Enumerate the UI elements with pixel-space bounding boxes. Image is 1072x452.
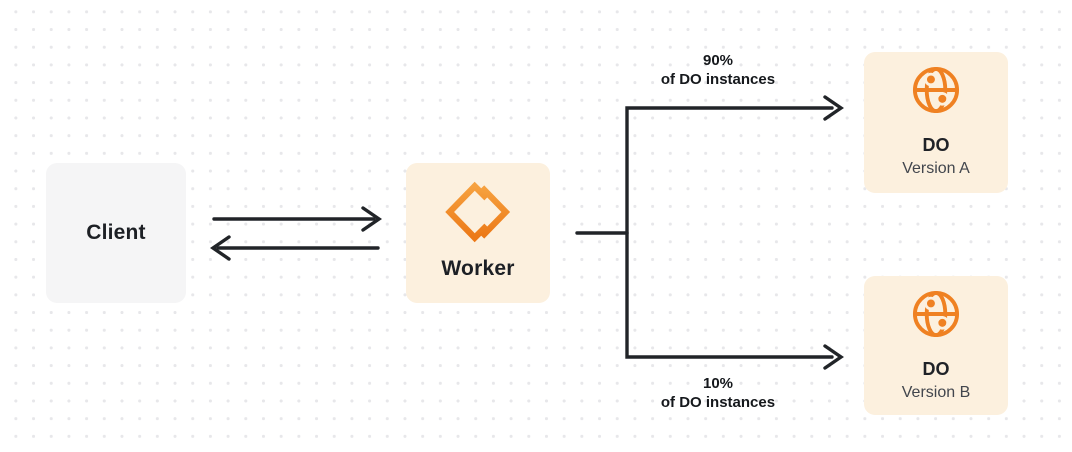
globe-dot-icon <box>938 318 947 327</box>
bottom-branch-label: 10% of DO instances <box>618 374 818 412</box>
do-b-title: DO <box>922 359 950 379</box>
globe-dot-icon <box>938 94 947 103</box>
do-version-b-node: DO Version B <box>864 276 1008 415</box>
top-branch-caption: of DO instances <box>660 71 776 88</box>
arrowhead-top-branch-icon <box>823 95 845 121</box>
do-version-a-node: DO Version A <box>864 52 1008 193</box>
do-a-title: DO <box>922 135 950 155</box>
arrowhead-right-icon <box>361 206 383 232</box>
globe-dot-icon <box>926 75 935 84</box>
bottom-branch-percent: 10% <box>702 375 734 392</box>
worker-node: Worker <box>406 163 550 303</box>
client-label: Client <box>86 221 146 244</box>
globe-icon <box>912 66 960 114</box>
workers-logo-icon <box>445 181 511 243</box>
globe-icon <box>912 290 960 338</box>
bottom-branch-caption: of DO instances <box>660 394 776 411</box>
do-b-subtitle: Version B <box>901 384 971 401</box>
top-branch-label: 90% of DO instances <box>618 51 818 89</box>
branch-trunk-line <box>625 106 834 359</box>
client-node: Client <box>46 163 186 303</box>
globe-dot-icon <box>926 299 935 308</box>
do-a-subtitle: Version A <box>902 160 970 177</box>
arrowhead-bottom-branch-icon <box>823 344 845 370</box>
arrowhead-left-icon <box>209 235 231 261</box>
worker-label: Worker <box>441 257 515 280</box>
top-branch-percent: 90% <box>702 52 734 69</box>
